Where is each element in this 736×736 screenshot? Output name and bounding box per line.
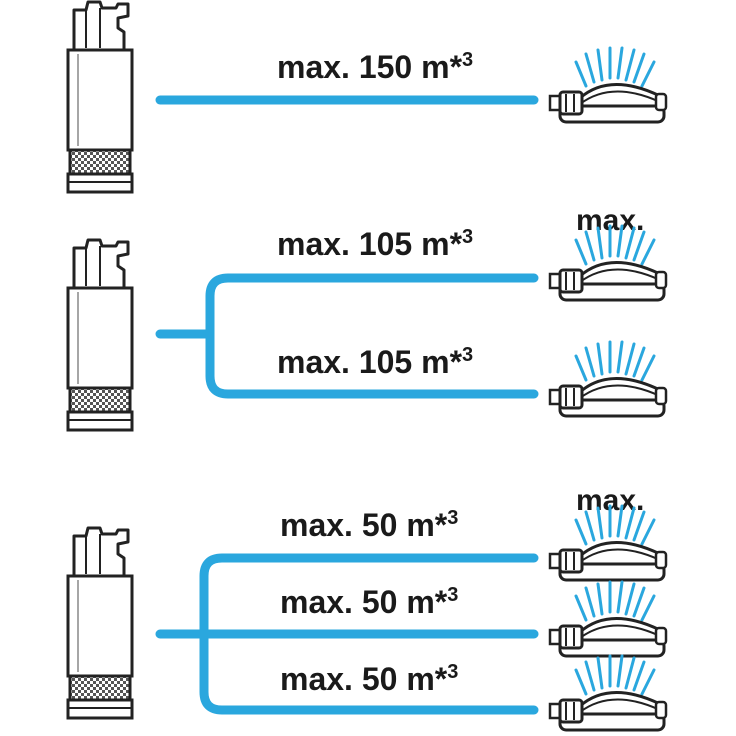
- submersible-pump-icon: [66, 238, 134, 432]
- oscillating-sprinkler-icon: [548, 504, 668, 582]
- hose-length-label: max. 105 m*3: [277, 344, 473, 380]
- submersible-pump-icon: [66, 526, 134, 720]
- hose-line: [155, 273, 539, 399]
- footnote-marker: 3: [447, 584, 458, 606]
- footnote-marker: 3: [447, 661, 458, 683]
- hose-length-label: max. 105 m*3: [277, 226, 473, 262]
- hose-line: [155, 553, 539, 715]
- footnote-marker: 3: [462, 226, 473, 248]
- hose-length-label: max. 50 m*3: [280, 584, 458, 620]
- oscillating-sprinkler-icon: [548, 46, 668, 124]
- submersible-pump-icon: [66, 0, 134, 194]
- row-triple: max. max. 50 m*3 max. 50 m*3 max. 50 m*3: [66, 484, 668, 732]
- hose-length-label: max. 50 m*3: [280, 661, 458, 697]
- oscillating-sprinkler-icon: [548, 340, 668, 418]
- hose-length-label: max. 150 m*3: [277, 49, 473, 85]
- oscillating-sprinkler-icon: [548, 654, 668, 732]
- row-double: max. max. 105 m*3 max. 105 m*3: [66, 204, 668, 432]
- row-single: max. 150 m*3: [66, 0, 668, 194]
- hose-length-label: max. 50 m*3: [280, 507, 458, 543]
- footnote-marker: 3: [462, 344, 473, 366]
- footnote-marker: 3: [462, 49, 473, 71]
- footnote-marker: 3: [447, 507, 458, 529]
- oscillating-sprinkler-icon: [548, 224, 668, 302]
- oscillating-sprinkler-icon: [548, 580, 668, 658]
